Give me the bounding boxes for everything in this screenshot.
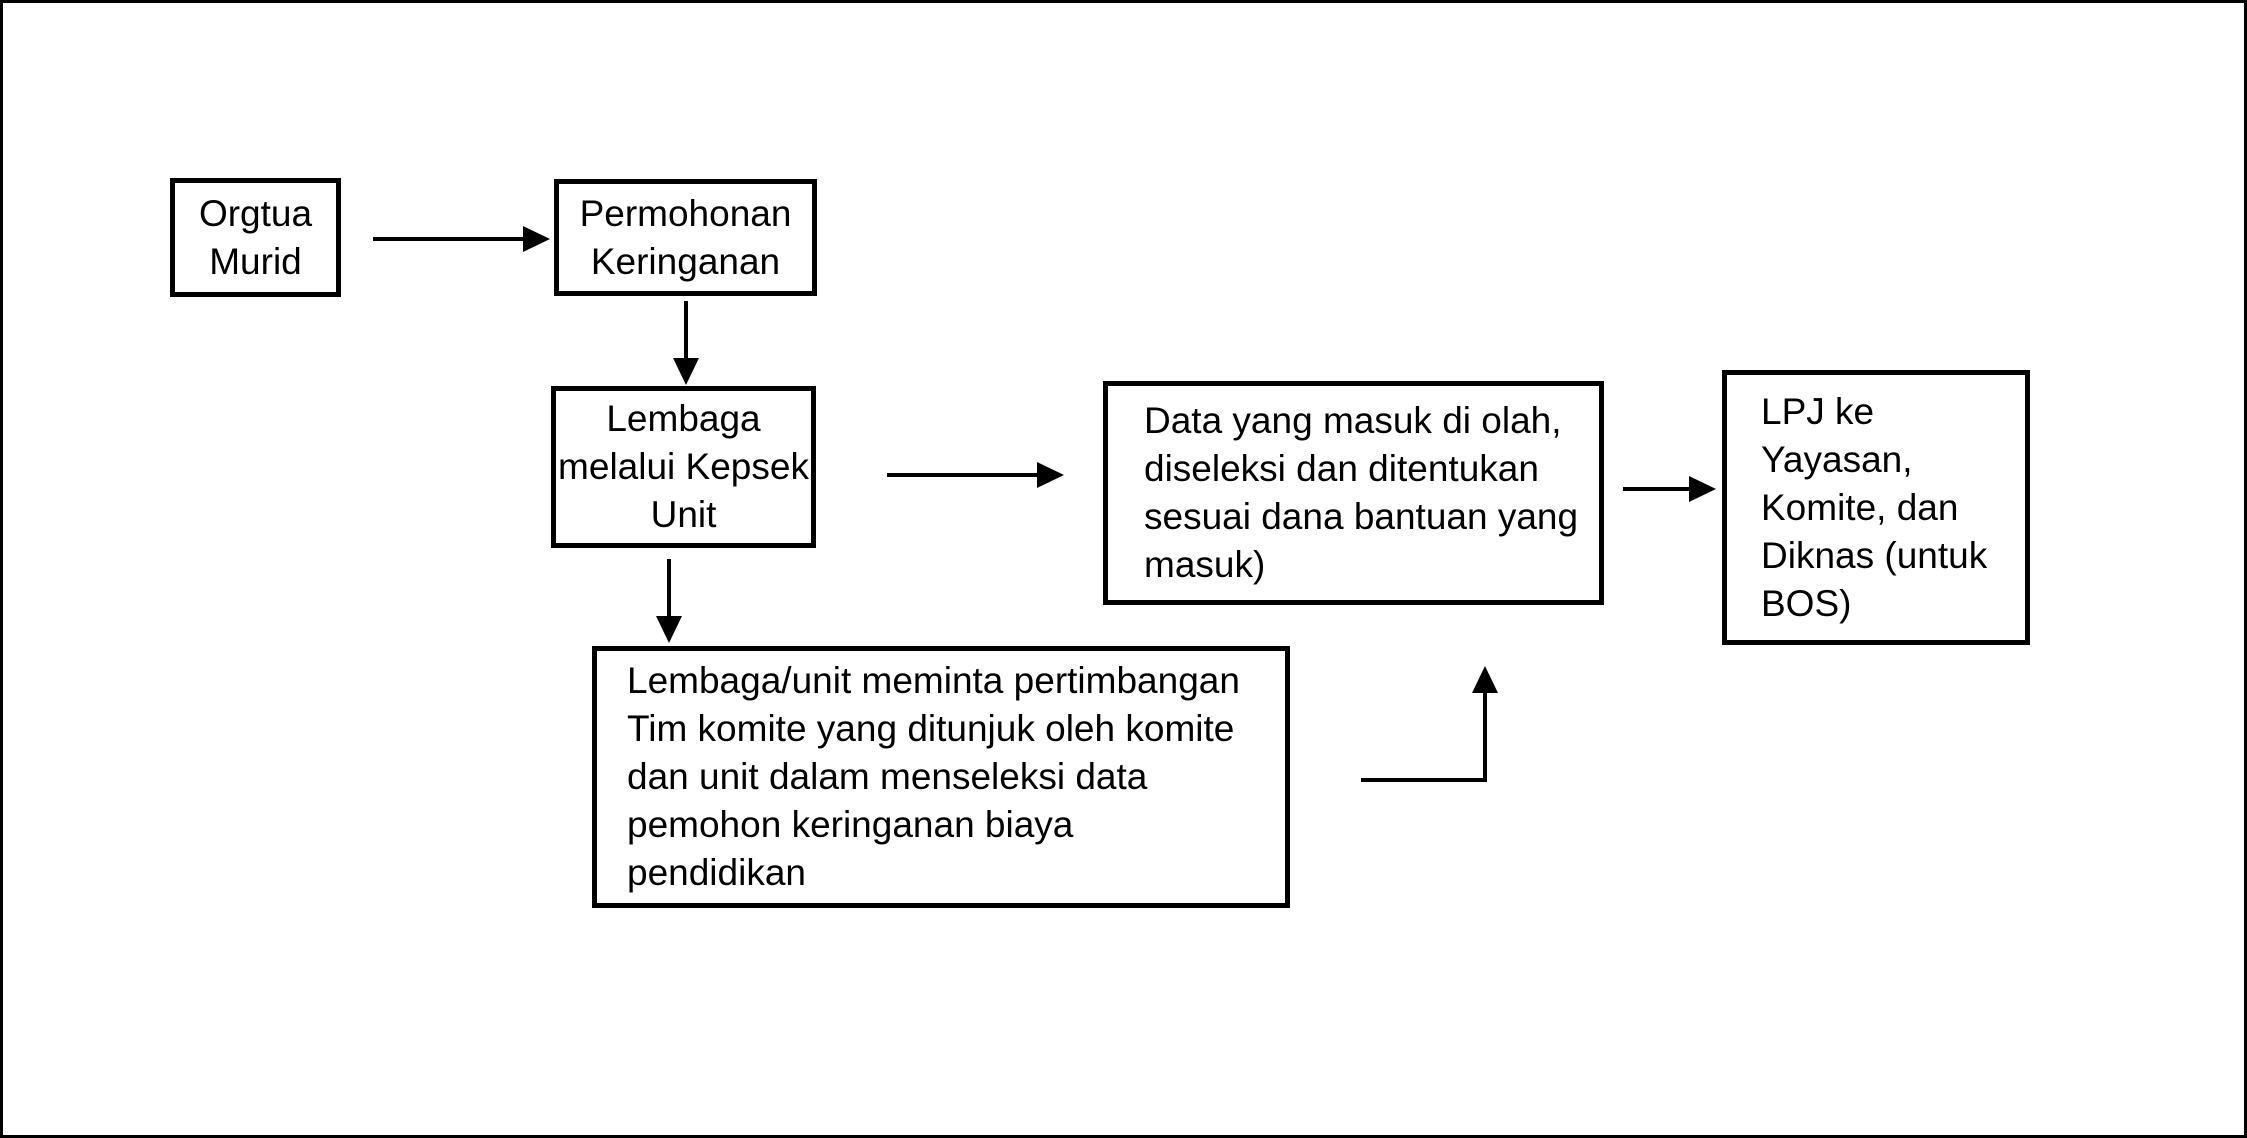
arrowhead-right-icon [1037,462,1064,488]
node-lembaga-kepsek: Lembaga melalui Kepsek Unit [551,386,816,548]
node-data-diolah-label: Data yang masuk di olah, diseleksi dan d… [1144,400,1579,585]
arrow-orgtua-to-permohonan [373,226,550,252]
arrow-permohonan-to-lembaga [673,301,699,385]
arrowhead-right-icon [523,226,550,252]
arrow-pertimbangan-to-data [1361,666,1498,782]
arrowhead-up-icon [1472,666,1498,693]
node-permohonan-keringanan: Permohonan Keringanan [554,179,817,296]
arrowhead-down-icon [673,358,699,385]
node-pertimbangan: Lembaga/unit meminta pertimbangan Tim ko… [592,646,1290,908]
node-data-diolah: Data yang masuk di olah, diseleksi dan d… [1103,381,1604,605]
node-pertimbangan-label: Lembaga/unit meminta pertimbangan Tim ko… [627,660,1240,893]
node-orgtua-murid-label: Orgtua Murid [198,192,313,282]
arrow-data-to-lpj [1623,476,1716,502]
node-orgtua-murid: Orgtua Murid [170,178,341,297]
node-lpj-label: LPJ ke Yayasan, Komite, dan Diknas (untu… [1761,390,1988,624]
node-lembaga-kepsek-label: Lembaga melalui Kepsek Unit [558,398,809,535]
node-lpj: LPJ ke Yayasan, Komite, dan Diknas (untu… [1722,370,2030,645]
arrow-lembaga-to-pertimbangan [656,559,682,643]
arrows-layer [373,226,1716,782]
node-permohonan-keringanan-label: Permohonan Keringanan [579,192,792,282]
arrowhead-right-icon [1689,476,1716,502]
arrowhead-down-icon [656,616,682,643]
arrow-lembaga-to-data [887,462,1064,488]
